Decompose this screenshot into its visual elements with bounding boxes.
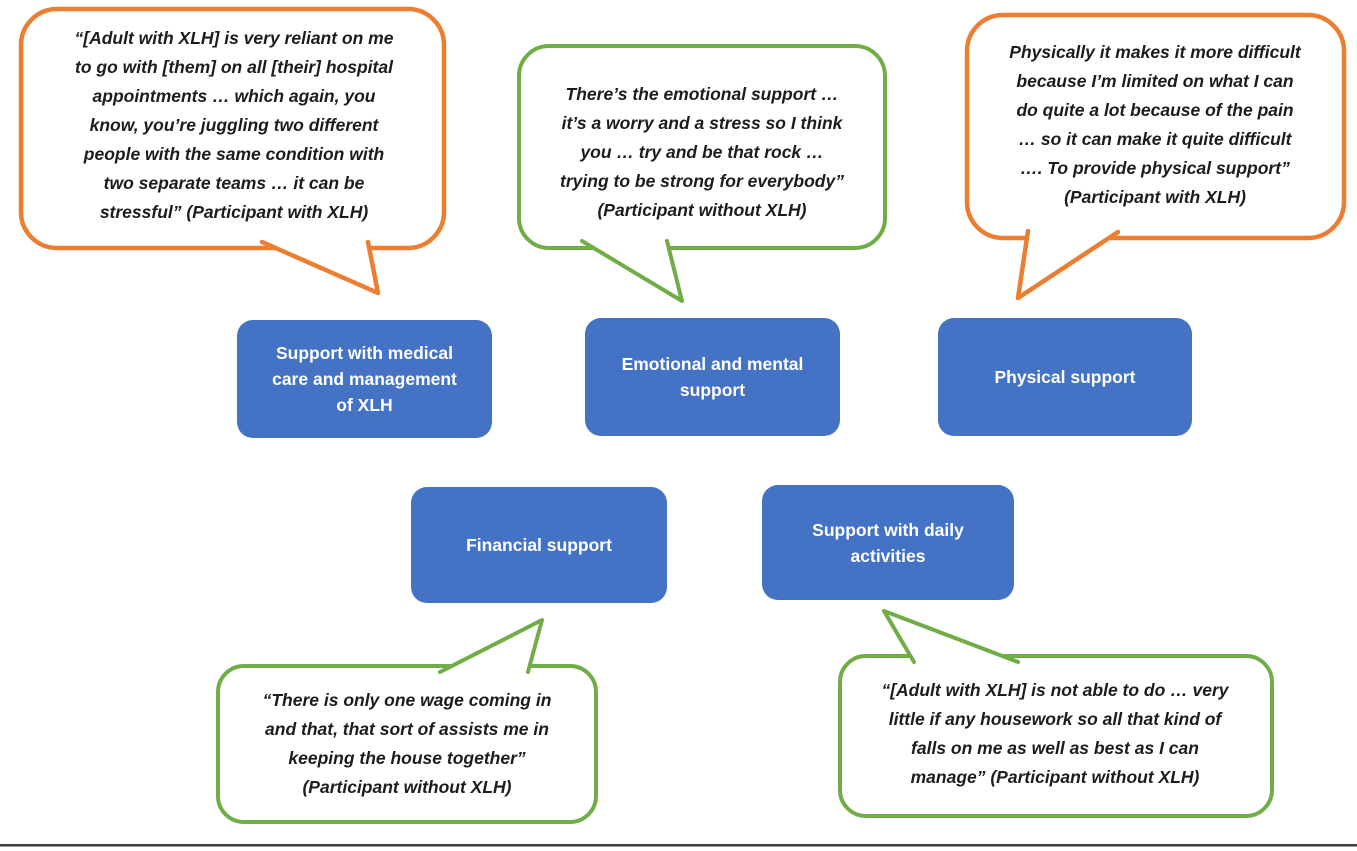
speech-bubble-tail-emotional bbox=[580, 239, 684, 303]
speech-bubble-outline-financial bbox=[216, 664, 598, 824]
speech-bubble-outline-emotional bbox=[517, 44, 887, 250]
category-box-physical: Physical support bbox=[938, 318, 1192, 436]
category-box-daily-activities: Support with daily activities bbox=[762, 485, 1014, 600]
speech-bubble-outline-medical bbox=[18, 6, 447, 251]
speech-bubble-outline-daily-activities bbox=[838, 654, 1274, 818]
speech-bubble-tail-daily-activities bbox=[882, 609, 1020, 664]
category-box-financial: Financial support bbox=[411, 487, 667, 603]
bottom-rule bbox=[0, 844, 1357, 847]
speech-bubble-outline-physical bbox=[964, 12, 1347, 241]
quote-text-daily-activities: “[Adult with XLH] is not able to do … ve… bbox=[881, 680, 1229, 787]
speech-bubble-tail-financial bbox=[438, 618, 544, 674]
speech-bubble-tail-medical bbox=[259, 239, 381, 296]
category-box-emotional-mental: Emotional and mental support bbox=[585, 318, 840, 436]
speech-bubble-tail-physical bbox=[1015, 228, 1121, 301]
quote-text-financial: “There is only one wage coming in and th… bbox=[262, 690, 552, 797]
quote-text-physical: Physically it makes it more difficult be… bbox=[1009, 42, 1301, 207]
quote-text-medical: “[Adult with XLH] is very reliant on me … bbox=[74, 28, 394, 222]
quote-text-emotional: There’s the emotional support … it’s a w… bbox=[560, 84, 844, 220]
category-box-support-medical: Support with medical care and management… bbox=[237, 320, 492, 438]
